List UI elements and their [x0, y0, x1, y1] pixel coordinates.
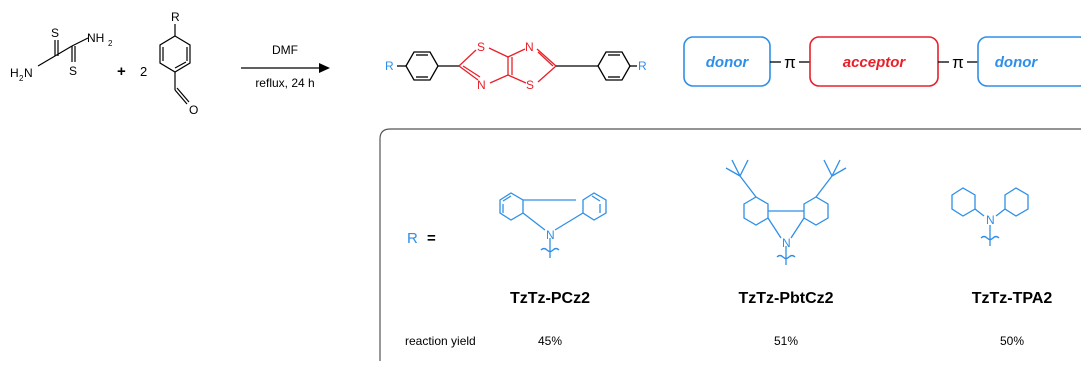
product-s-top: S: [477, 40, 485, 54]
product-r-right: R: [638, 59, 647, 73]
equals-sign: =: [427, 230, 436, 247]
product-n-bottom: N: [477, 78, 486, 92]
plus-sign: +: [117, 63, 126, 80]
compound-name-2: TzTz-PbtCz2: [738, 290, 833, 307]
reagent-nh2-top-sub: 2: [108, 39, 113, 48]
pi-bridge-right: π: [952, 53, 964, 72]
acceptor-label: acceptor: [843, 54, 907, 71]
aldehyde-r-group: R: [171, 10, 180, 24]
compound-name-3: TzTz-TPA2: [972, 290, 1053, 307]
yield-value-1: 45%: [538, 334, 562, 348]
stoichiometric-coefficient: 2: [140, 64, 147, 79]
r-equals-label: R: [407, 230, 418, 247]
solvent-label: DMF: [272, 43, 298, 57]
reagent-h2n-sub: 2: [19, 74, 24, 83]
reaction-arrowhead: [319, 63, 330, 73]
reagent-h2n-h: H: [10, 66, 19, 80]
dithiooxamide-structure: [37, 37, 89, 67]
tbu-carbazole-nitrogen: N: [782, 236, 791, 250]
yield-value-2: 51%: [774, 334, 798, 348]
aldehyde-structure: [159, 24, 191, 105]
product-s-bottom: S: [526, 78, 534, 92]
reagent-h2n-n: N: [24, 66, 33, 80]
donor-label-right: donor: [995, 54, 1039, 71]
r-group-table-frame: [379, 128, 1081, 366]
donor-label-left: donor: [706, 54, 750, 71]
diphenylamine-nitrogen: N: [986, 213, 995, 227]
conditions-label: reflux, 24 h: [255, 76, 314, 90]
product-n-top: N: [525, 40, 534, 54]
reagent-s-top: S: [51, 26, 59, 40]
carbazole-structure: [499, 192, 607, 258]
compound-name-1: TzTz-PCz2: [510, 290, 590, 307]
reagent-s-bottom: S: [69, 64, 77, 78]
diphenylamine-structure: [951, 187, 1029, 246]
carbazole-nitrogen: N: [546, 228, 555, 242]
aldehyde-oxygen: O: [189, 103, 198, 117]
yield-value-3: 50%: [1000, 334, 1024, 348]
product-structure: [397, 47, 637, 84]
yield-row-label: reaction yield: [405, 334, 476, 348]
tbu-carbazole-structure: [725, 159, 847, 265]
pi-bridge-left: π: [784, 53, 796, 72]
product-r-left: R: [385, 59, 394, 73]
donor-box-right: [977, 36, 1081, 87]
reagent-nh2-top: NH: [87, 31, 104, 45]
